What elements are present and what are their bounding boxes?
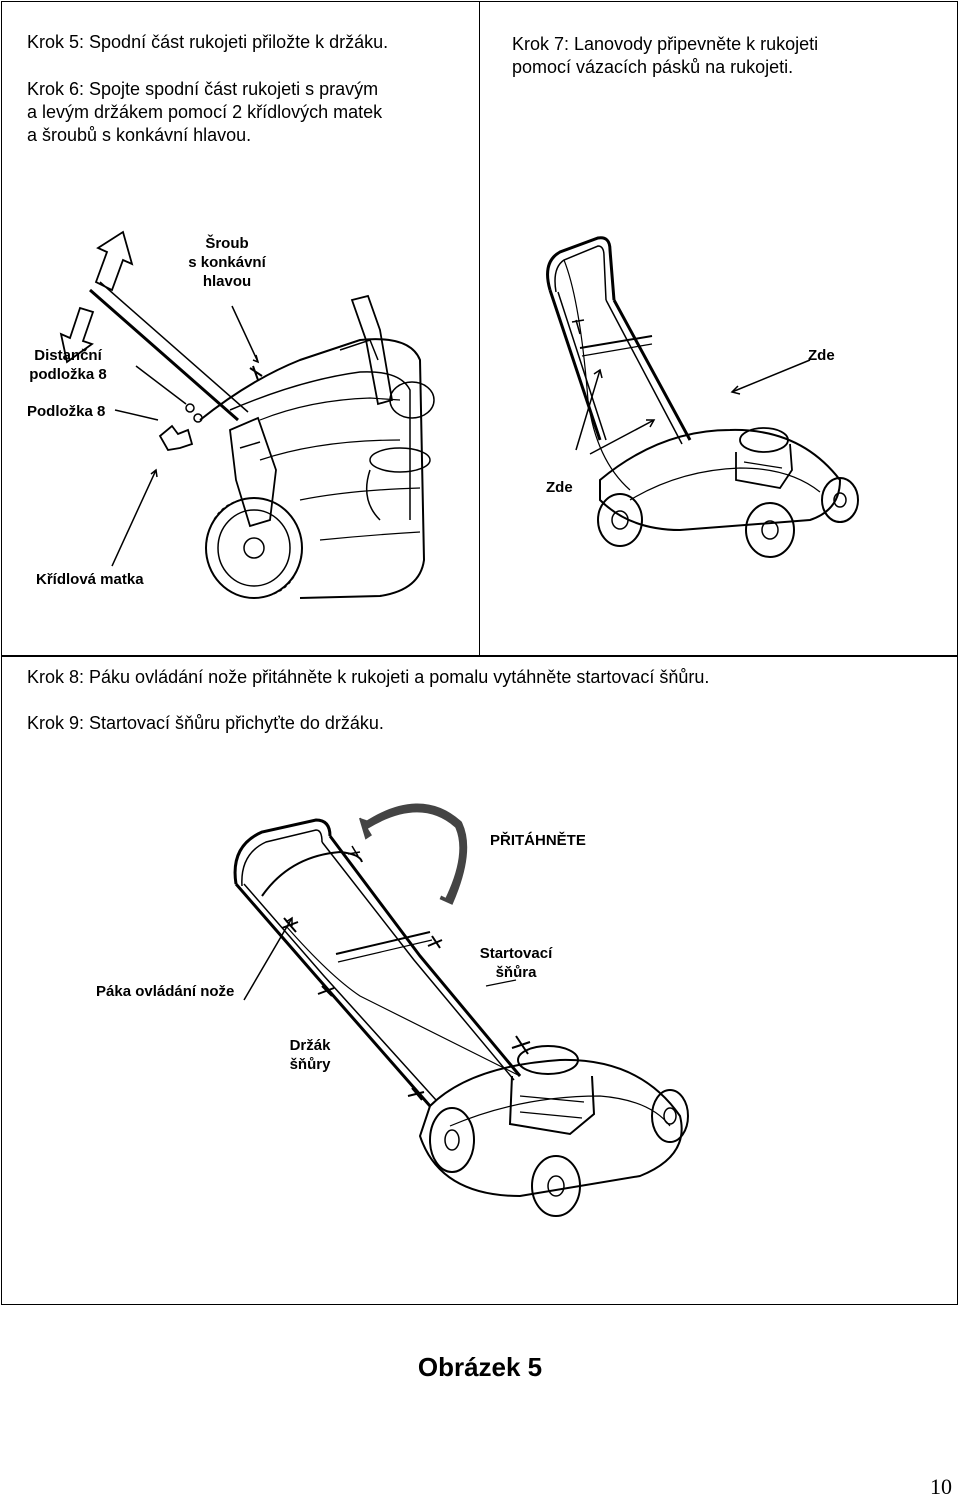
step6-line-3: a šroubů s konkávní hlavou. bbox=[27, 125, 252, 145]
label-pull: PŘITÁHNĚTE bbox=[490, 832, 586, 849]
label-starter-rope: Startovací šňůra bbox=[479, 945, 553, 981]
cable-tie-illustration bbox=[546, 236, 859, 558]
step7-line-1: Krok 7: Lanovody připevněte k rukojeti bbox=[512, 34, 819, 54]
step9-text: Krok 9: Startovací šňůru přichyťte do dr… bbox=[27, 713, 384, 733]
step8-text: Krok 8: Páku ovládání nože přitáhněte k … bbox=[27, 667, 710, 687]
label-blade-lever: Páka ovládání nože bbox=[96, 983, 235, 1000]
step8-9-panel bbox=[1, 655, 958, 1305]
figure-caption: Obrázek 5 bbox=[417, 1352, 543, 1382]
page-number: 10 bbox=[930, 1474, 952, 1499]
label-wing-nut: Křídlová matka bbox=[36, 571, 144, 588]
step6-line-1: Krok 6: Spojte spodní část rukojeti s pr… bbox=[27, 79, 379, 99]
label-spacer: Distanční podložka 8 bbox=[29, 347, 107, 383]
step7-line-2: pomocí vázacích pásků na rukojeti. bbox=[512, 57, 794, 77]
label-concave-bolt: Šroub s konkávní hlavou bbox=[188, 235, 266, 290]
step7-panel bbox=[479, 1, 958, 657]
label-washer: Podložka 8 bbox=[27, 403, 106, 420]
blade-lever-illustration bbox=[233, 803, 689, 1217]
label-here-upper: Zde bbox=[808, 347, 835, 364]
handle-mounting-illustration bbox=[59, 230, 435, 599]
label-rope-holder: Držák šňůry bbox=[289, 1037, 331, 1073]
step5-text: Krok 5: Spodní část rukojeti přiložte k … bbox=[27, 32, 389, 52]
step6-line-2: a levým držákem pomocí 2 křídlových mate… bbox=[27, 102, 383, 122]
label-here-lower: Zde bbox=[546, 479, 573, 496]
